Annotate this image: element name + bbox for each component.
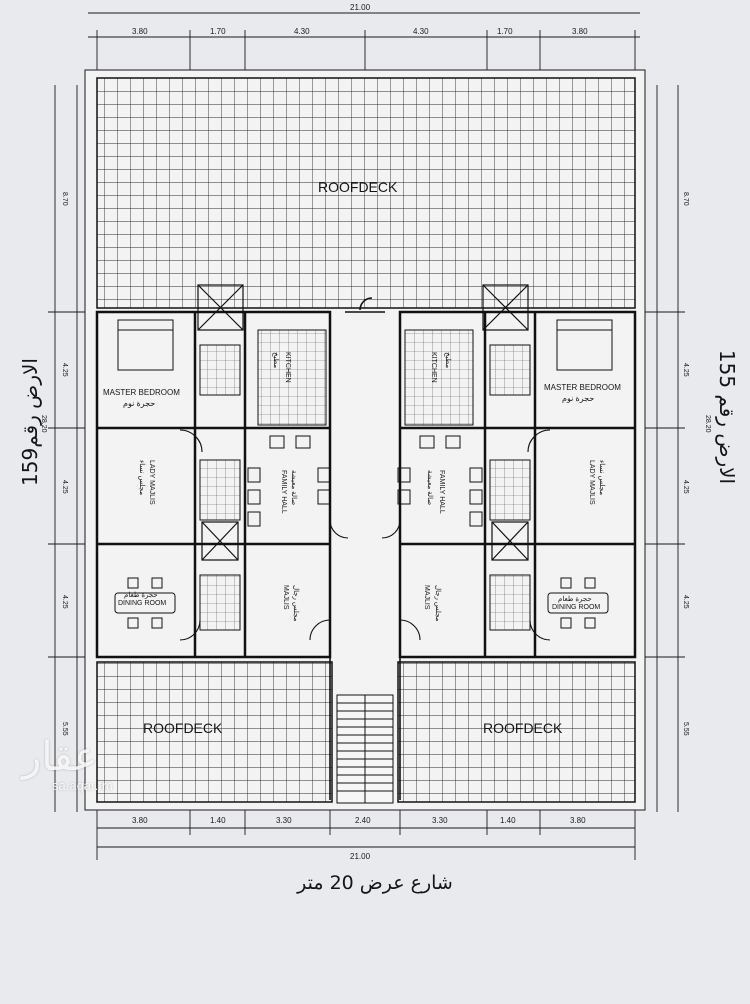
majlis-left-en: MAJLIS: [282, 585, 289, 610]
dim-left-2: 4.25: [61, 363, 68, 377]
dining-table-right: [547, 577, 609, 629]
kitchen-left-tiles: [257, 329, 327, 426]
roofdeck-left-label: ROOFDECK: [143, 720, 223, 736]
dining-room-left-ar: حجرة طعام: [124, 591, 158, 599]
bed-right: [556, 319, 613, 371]
dim-right-3: 4.25: [682, 480, 689, 494]
kitchen-right-en: KITCHEN: [430, 352, 437, 383]
bath-left-1: [199, 344, 241, 396]
master-bedroom-left-en: MASTER BEDROOM: [103, 388, 180, 397]
dining-room-left-en: DINING ROOM: [118, 600, 166, 607]
master-bedroom-right-ar: حجرة نوم: [562, 394, 594, 403]
dim-right-total: 28.20: [704, 415, 711, 433]
dim-left-1: 8.70: [61, 192, 68, 206]
dim-bottom-2: 1.40: [210, 816, 226, 825]
door-swings: [179, 429, 551, 641]
dim-right-1: 8.70: [682, 192, 689, 206]
master-bedroom-left-ar: حجرة نوم: [123, 399, 155, 408]
street-label: شارع عرض 20 متر: [297, 872, 453, 894]
roofdeck-left-area: [96, 661, 333, 803]
dim-bottom-4: 2.40: [355, 816, 371, 825]
kitchen-right-ar: مطبخ: [444, 352, 452, 368]
dim-left-total: 28.20: [40, 415, 47, 433]
dim-bottom-total: 21.00: [350, 852, 371, 861]
majlis-right-en: MAJLIS: [423, 585, 430, 610]
sofas-right: [397, 435, 483, 527]
dim-top-3: 4.30: [294, 27, 310, 36]
family-hall-left-en: FAMILY HALL: [280, 470, 287, 514]
bath-left-3: [199, 574, 241, 631]
dim-bottom-5: 3.30: [432, 816, 448, 825]
watermark: عقار sa.aqar.fm: [22, 736, 113, 793]
bed-left: [117, 319, 174, 371]
shafts: [197, 284, 529, 561]
kitchen-right-tiles: [404, 329, 474, 426]
bath-right-2: [489, 459, 531, 521]
dim-bottom-3: 3.30: [276, 816, 292, 825]
dim-bottom-7: 3.80: [570, 816, 586, 825]
dim-top-4: 4.30: [413, 27, 429, 36]
dim-left-5: 5.55: [61, 722, 68, 736]
dimension-lines: [48, 12, 685, 860]
sofas-left: [247, 435, 331, 527]
majlis-right-ar: مجلس رجال: [434, 585, 442, 622]
watermark-logo: عقار: [22, 734, 98, 780]
central-corridor: [329, 297, 401, 800]
dim-top-1: 3.80: [132, 27, 148, 36]
apartment-walls: [95, 310, 637, 659]
right-plot-label: الارض رقم 155: [715, 349, 740, 485]
dim-left-4: 4.25: [61, 595, 68, 609]
dim-right-2: 4.25: [682, 363, 689, 377]
lady-majlis-right-ar: مجلس نساء: [598, 460, 606, 495]
dim-right-4: 4.25: [682, 595, 689, 609]
watermark-url: sa.aqar.fm: [52, 778, 113, 793]
family-hall-right-en: FAMILY HALL: [438, 470, 445, 514]
master-bedroom-right-en: MASTER BEDROOM: [544, 383, 621, 392]
dimension-numbers: 21.00 3.80 1.70 4.30 4.30 1.70 3.80 3.80…: [40, 3, 711, 861]
dining-table-left: [114, 577, 176, 629]
dining-room-right-en: DINING ROOM: [552, 604, 600, 611]
kitchen-left-en: KITCHEN: [284, 352, 291, 383]
majlis-left-ar: مجلس رجال: [292, 585, 300, 622]
room-labels: ROOFDECK ROOFDECK ROOFDECK MASTER BEDROO…: [103, 179, 621, 736]
roofdeck-right-label: ROOFDECK: [483, 720, 563, 736]
dim-top-total: 21.00: [350, 3, 371, 12]
lady-majlis-left-ar: مجلس نساء: [138, 460, 146, 495]
dining-room-right-ar: حجرة طعام: [558, 595, 592, 603]
bath-left-2: [199, 459, 241, 521]
roofdeck-top-area: [96, 77, 636, 309]
dim-top-6: 3.80: [572, 27, 588, 36]
dim-right-5: 5.55: [682, 722, 689, 736]
roofdeck-top-label: ROOFDECK: [318, 179, 398, 195]
dim-top-2: 1.70: [210, 27, 226, 36]
dim-bottom-1: 3.80: [132, 816, 148, 825]
stairs: [336, 694, 394, 804]
family-hall-right-ar: صالة معيشة: [426, 470, 434, 505]
left-plot-label: الارض رقم159: [17, 358, 42, 486]
bath-right-3: [489, 574, 531, 631]
dim-top-5: 1.70: [497, 27, 513, 36]
dim-left-3: 4.25: [61, 480, 68, 494]
lady-majlis-right-en: LADY MAJLIS: [588, 460, 595, 505]
bath-right-1: [489, 344, 531, 396]
lady-majlis-left-en: LADY MAJLIS: [148, 460, 155, 505]
dim-bottom-6: 1.40: [500, 816, 516, 825]
family-hall-left-ar: صالة معيشة: [290, 470, 298, 505]
kitchen-left-ar: مطبخ: [272, 352, 280, 368]
roofdeck-right-area: [397, 661, 636, 803]
